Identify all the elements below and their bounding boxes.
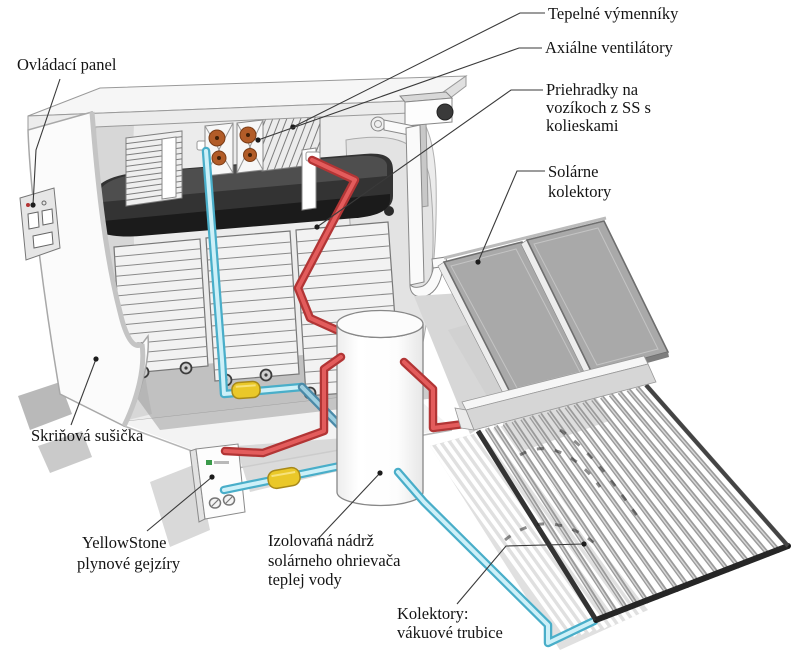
wall-flange-icon — [370, 116, 386, 132]
storage-tank — [336, 309, 424, 507]
panel-button — [41, 208, 54, 226]
label-tank-line3: teplej vody — [268, 570, 343, 589]
axial-fans — [204, 119, 264, 177]
leader-dot — [93, 356, 99, 362]
leader-dot — [377, 470, 383, 476]
tank-top — [336, 309, 424, 339]
leader-dot — [581, 541, 587, 547]
panel-top-rail — [443, 216, 607, 260]
leader-dot — [255, 137, 261, 143]
circulation-pumps — [231, 380, 301, 490]
panel-led-icon — [41, 200, 47, 206]
pipe-end-icon — [436, 103, 454, 121]
tube-shadow-mark — [504, 522, 602, 550]
wall-shadow-band-2 — [38, 431, 92, 473]
pump-icon — [231, 380, 261, 400]
label-tank-line2: solárneho ohrievača — [268, 551, 401, 570]
leader-control-panel — [32, 78, 61, 206]
control-panel-box — [19, 187, 61, 261]
label-trays-line3: kolieskami — [546, 116, 619, 135]
labels: Tepelné výmenníky Axiálne ventilátory Pr… — [17, 4, 679, 642]
leader-dot — [314, 224, 320, 230]
control-panel — [19, 187, 61, 261]
leader-dot — [30, 202, 36, 208]
panel-display — [32, 231, 54, 249]
panel-button — [27, 211, 40, 230]
label-trays-line1: Priehradky na — [546, 80, 639, 99]
leader-solar-collectors — [477, 170, 545, 263]
wall-shadow-band — [18, 382, 72, 430]
tube-shadow-mark — [519, 447, 602, 488]
wall-cut-edge — [89, 111, 144, 348]
manifold-end-cap — [454, 407, 475, 431]
label-heat-exchangers: Tepelné výmenníky — [548, 4, 679, 23]
leader-dot — [475, 259, 481, 265]
collector-right-frame — [644, 383, 790, 548]
tank-body — [336, 323, 424, 507]
label-cabinet-dryer: Skriňová sušička — [31, 426, 144, 445]
pipes-front — [220, 352, 599, 648]
vertical-duct — [405, 124, 425, 286]
label-tank-line1: Izolovaná nádrž — [268, 531, 374, 550]
label-vacuum-tubes-line2: vákuové trubice — [397, 623, 503, 642]
collector-left-frame — [475, 429, 599, 622]
leader-axial-fans — [257, 47, 542, 141]
panel-led-icon — [26, 203, 30, 207]
collector-bottom-frame — [594, 543, 790, 623]
evacuated-tube-collector — [454, 355, 791, 623]
label-solar-collectors-line1: Solárne — [548, 162, 598, 181]
label-trays-line2: vozíkoch z SS s — [546, 98, 651, 117]
leader-tank — [316, 472, 381, 541]
leader-gas-heater — [146, 476, 213, 532]
frame-post-left — [161, 136, 177, 200]
label-gas-heater-line2: plynové gejzíry — [77, 554, 181, 573]
label-control-panel: Ovládací panel — [17, 55, 117, 74]
leader-vacuum-tubes — [456, 543, 585, 605]
heater-logo-icon — [206, 460, 212, 465]
leader-heat-exchangers — [292, 12, 545, 128]
label-solar-collectors-line2: kolektory — [548, 182, 612, 201]
label-gas-heater-line1: YellowStone — [82, 533, 167, 552]
leader-dot — [209, 474, 215, 480]
wall-cut-edge-2 — [121, 343, 146, 428]
leader-trays — [316, 89, 543, 228]
gas-heater — [189, 443, 246, 523]
tray-cart — [205, 230, 300, 382]
leader-cabinet-dryer — [70, 358, 97, 426]
label-vacuum-tubes-line1: Kolektory: — [397, 604, 469, 623]
label-axial-fans: Axiálne ventilátory — [545, 38, 674, 57]
heater-logo-text — [214, 461, 229, 464]
tube-shadow-mark — [559, 428, 642, 521]
ground-shadows-left — [18, 382, 92, 473]
